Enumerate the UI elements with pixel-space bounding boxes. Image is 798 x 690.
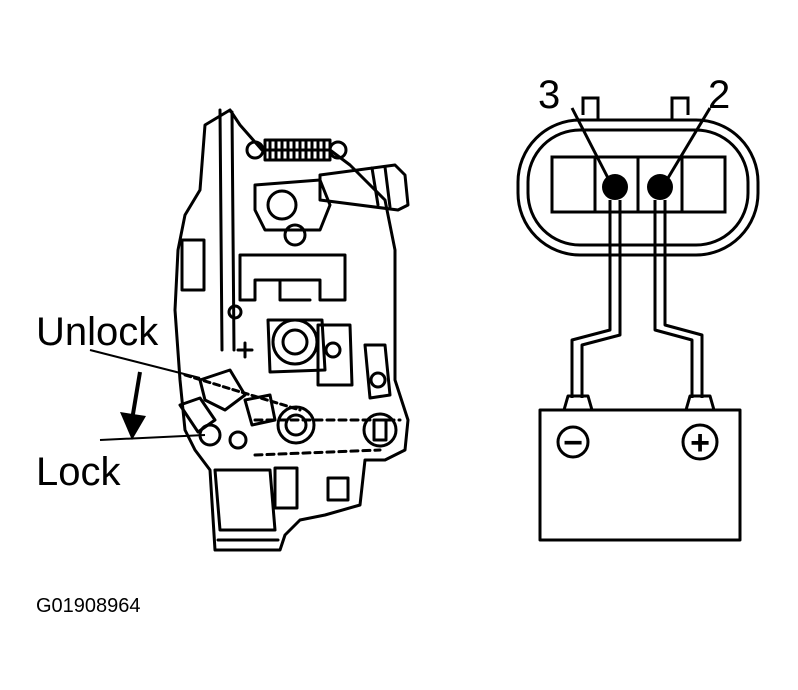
terminal-3-label: 3 [538, 73, 560, 117]
battery-case [538, 408, 742, 542]
battery-positive-post [684, 394, 716, 411]
battery-negative-post [562, 394, 594, 411]
negative-sign: − [563, 424, 583, 462]
lock-label: Lock [36, 450, 121, 494]
connector [516, 96, 760, 257]
unlock-label: Unlock [36, 310, 159, 354]
terminal-2-pin [647, 174, 673, 200]
terminal-pins [602, 174, 673, 200]
figure-code: G01908964 [36, 595, 141, 617]
lock-direction-arrow [89, 349, 206, 441]
positive-sign: + [690, 424, 710, 462]
negative-terminal-symbol [556, 425, 590, 459]
test-leads [570, 200, 704, 398]
terminal-leader-lines [570, 107, 712, 179]
door-lock-assembly [173, 108, 410, 552]
terminal-3-pin [602, 174, 628, 200]
positive-terminal-symbol [681, 423, 719, 461]
battery [538, 394, 742, 542]
terminal-2-label: 2 [708, 73, 730, 117]
